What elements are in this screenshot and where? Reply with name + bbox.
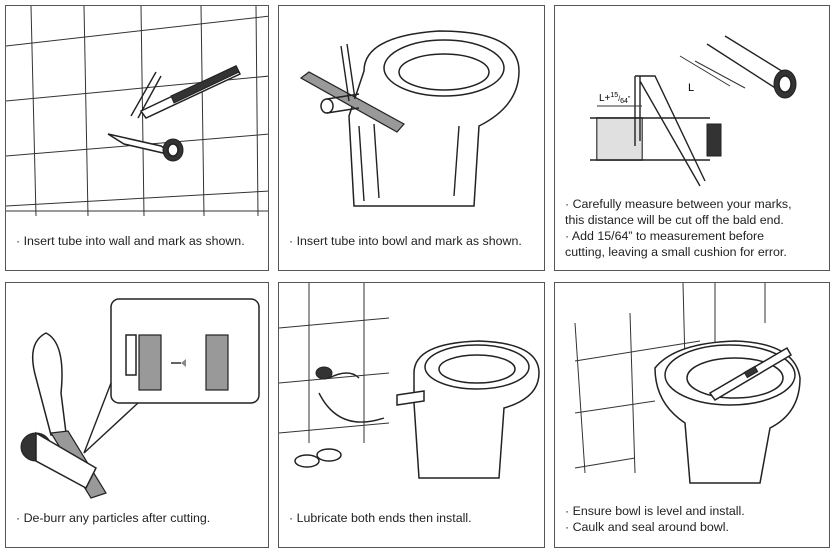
caption-line: · Ensure bowl is level and install. [565, 504, 745, 518]
caption-line: · Add 15/64” to measurement before [565, 229, 765, 243]
step-6-caption: · Ensure bowl is level and install. · Ca… [565, 503, 821, 535]
cut-length-label: L+15/64” [599, 92, 631, 105]
step-1-caption: · Insert tube into wall and mark as show… [16, 233, 260, 249]
measure-cut-illustration: L L+15/64” [590, 35, 797, 187]
install-bowl-illustration [574, 283, 801, 484]
wall-tube-illustration [6, 6, 268, 217]
length-label: L [688, 82, 694, 94]
caption-line: · Insert tube into bowl and mark as show… [289, 234, 522, 248]
lubricate-illustration [279, 283, 540, 479]
caption-line: · Caulk and seal around bowl. [565, 520, 729, 534]
step-6-panel: · Ensure bowl is level and install. · Ca… [554, 282, 830, 548]
deburr-illustration [20, 298, 260, 499]
step-5-caption: · Lubricate both ends then install. [289, 510, 536, 526]
step-1-panel: · Insert tube into wall and mark as show… [5, 5, 269, 271]
caption-line: · Insert tube into wall and mark as show… [16, 234, 245, 248]
caption-line: · Lubricate both ends then install. [289, 511, 472, 525]
step-2-panel: · Insert tube into bowl and mark as show… [278, 5, 545, 271]
step-4-caption: · De-burr any particles after cutting. [16, 510, 260, 526]
caption-line: · De-burr any particles after cutting. [16, 511, 211, 525]
step-2-caption: · Insert tube into bowl and mark as show… [289, 233, 536, 249]
step-3-caption: · Carefully measure between your marks, … [565, 196, 821, 260]
step-5-panel: · Lubricate both ends then install. [278, 282, 545, 548]
step-4-panel: · De-burr any particles after cutting. [5, 282, 269, 548]
caption-line: cutting, leaving a small cushion for err… [565, 245, 787, 259]
step-3-panel: L L+15/64” · Carefully measure between y… [554, 5, 830, 271]
caption-line: this distance will be cut off the bald e… [565, 213, 784, 227]
bowl-tube-illustration [299, 30, 520, 207]
caption-line: · Carefully measure between your marks, [565, 197, 792, 211]
